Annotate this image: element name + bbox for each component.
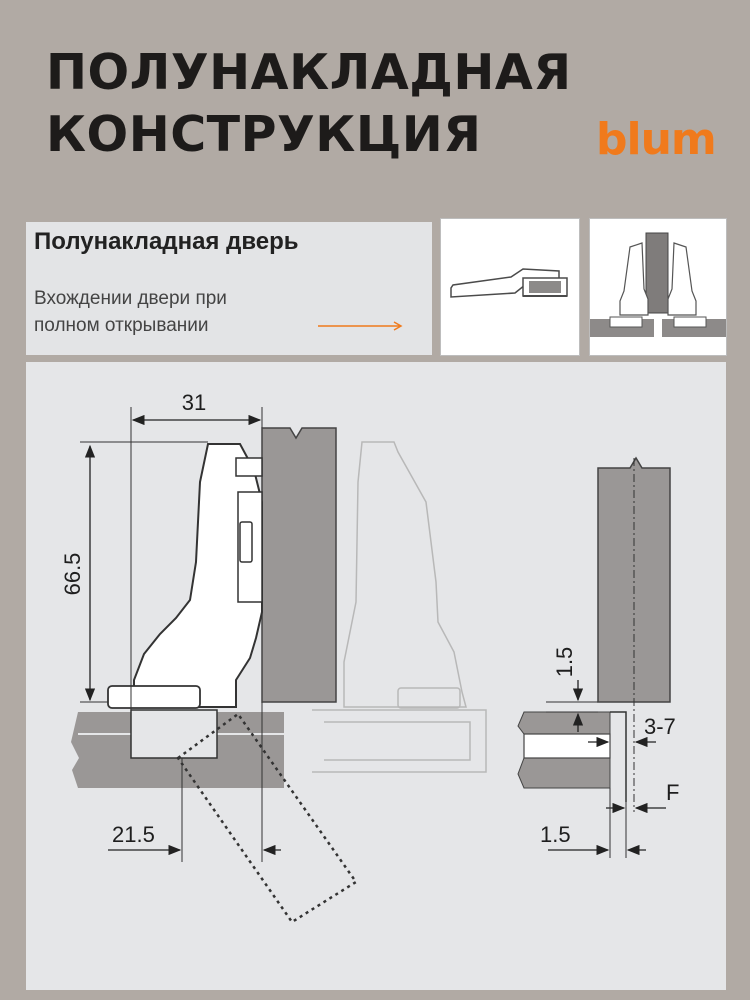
info-panel: Полунакладная дверь Вхождении двери при …	[26, 222, 432, 355]
info-text-line-2: полном открывании	[34, 315, 209, 336]
door-open-dotted	[176, 712, 358, 924]
brand-logo: blum	[596, 114, 717, 165]
technical-drawing: 31 66.5 21.5 1.5 3-7	[26, 362, 726, 990]
dim-gap-vertical: 1.5	[552, 647, 577, 678]
title-line-2: КОНСТРУКЦИЯ	[46, 106, 482, 163]
title-line-1: ПОЛУНАКЛАДНАЯ	[46, 44, 572, 101]
hinge-front-thumbnail	[589, 218, 727, 356]
cup-recess	[130, 709, 218, 759]
detail-cabinet	[517, 711, 627, 802]
hinge-front-view-illustration	[590, 232, 726, 337]
ghost-hinge-open	[312, 441, 487, 773]
dim-height-left: 66.5	[60, 553, 85, 596]
hinge-arm	[107, 443, 263, 709]
dim-range: 3-7	[644, 714, 676, 739]
hinge-side-view-illustration	[450, 268, 568, 298]
info-title: Полунакладная дверь	[34, 228, 299, 255]
dim-gap-bottom: 1.5	[540, 822, 571, 847]
dim-offset-bottom: 21.5	[112, 822, 155, 847]
page-title: ПОЛУНАКЛАДНАЯ КОНСТРУКЦИЯ	[46, 42, 572, 166]
detail-door	[597, 456, 671, 812]
arrow-right-icon	[318, 321, 403, 331]
dim-width-top: 31	[182, 390, 206, 415]
hinge-side-thumbnail	[440, 218, 580, 356]
dim-f: F	[666, 780, 679, 805]
hinge-dimension-drawing: 31 66.5 21.5 1.5 3-7	[60, 390, 679, 924]
info-text: Вхождении двери при полном открывании	[34, 285, 334, 339]
info-text-line-1: Вхождении двери при	[34, 288, 227, 309]
door-panel	[261, 427, 337, 703]
